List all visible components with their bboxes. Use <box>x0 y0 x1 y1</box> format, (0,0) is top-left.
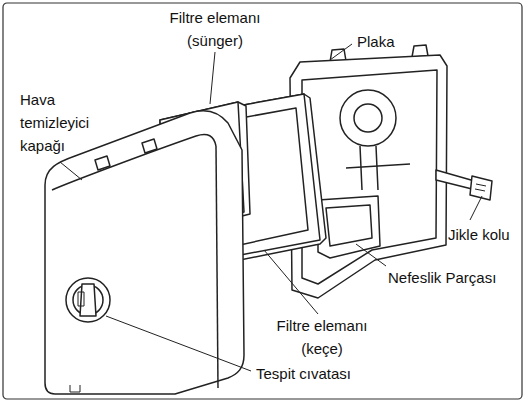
part-label: Filtre elemanı (sünger) <box>160 6 270 52</box>
part-label: Hava temizleyici kapağı <box>20 88 115 157</box>
frame <box>3 3 522 399</box>
leader-line <box>330 44 352 60</box>
part-label: Nefeslik Parçası <box>388 266 496 289</box>
part-label: Jikle kolu <box>448 223 510 246</box>
leader-line <box>356 244 386 266</box>
leader-lines <box>60 44 482 371</box>
breather-part <box>318 196 380 258</box>
air-cleaner-cover <box>45 111 244 394</box>
leader-line <box>60 162 82 180</box>
choke-lever <box>436 170 492 200</box>
leader-line <box>106 316 251 371</box>
leader-line <box>470 196 482 220</box>
leader-line <box>210 52 215 104</box>
leader-line <box>264 250 318 314</box>
part-label: Plaka <box>357 30 395 53</box>
part-label: Filtre elemanı (keçe) <box>262 314 382 360</box>
part-label: Tespit cıvatası <box>256 362 351 385</box>
